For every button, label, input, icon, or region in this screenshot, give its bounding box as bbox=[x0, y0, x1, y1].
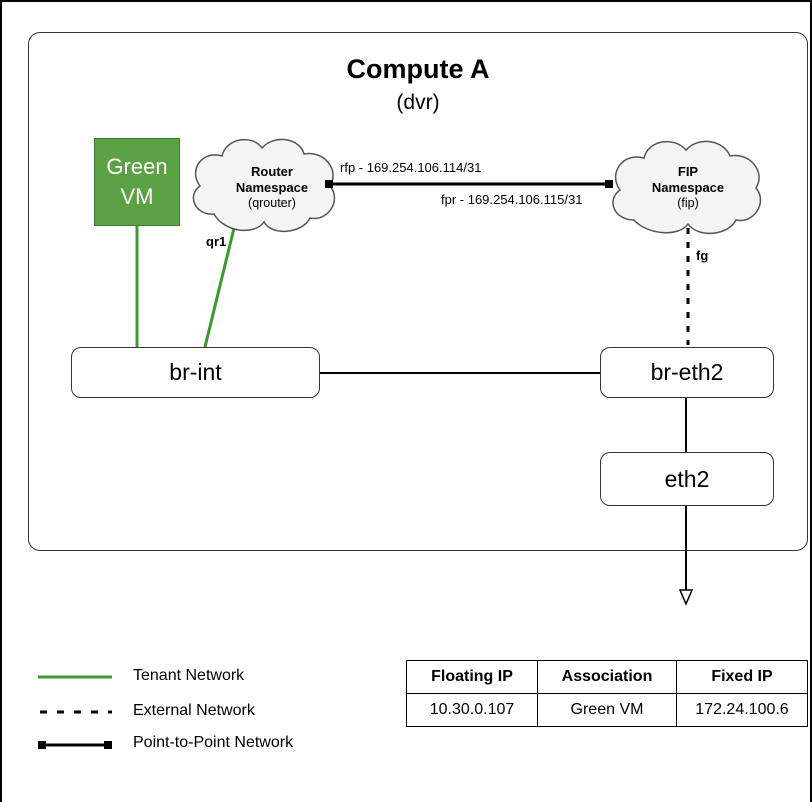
fpr-label: fpr - 169.254.106.115/31 bbox=[441, 192, 583, 207]
br-eth2-bridge: br-eth2 bbox=[600, 347, 774, 398]
br-int-bridge: br-int bbox=[71, 347, 320, 398]
router-namespace-name1: Router bbox=[251, 164, 293, 179]
table-header-cell: Association bbox=[537, 660, 677, 694]
green-vm-label-2: VM bbox=[120, 184, 154, 209]
router-namespace-sub: (qrouter) bbox=[248, 196, 296, 210]
qr1-link bbox=[203, 219, 238, 348]
compute-a-box bbox=[28, 32, 808, 551]
legend-external-label: External Network bbox=[133, 702, 255, 719]
eth2-label: eth2 bbox=[664, 465, 710, 492]
table-header-row: Floating IP Association Fixed IP bbox=[406, 660, 808, 694]
qr1-label: qr1 bbox=[206, 234, 227, 249]
floating-ip-table: Floating IP Association Fixed IP 10.30.0… bbox=[406, 660, 808, 727]
fpr-endpoint bbox=[605, 180, 613, 188]
legend-p2p-label: Point-to-Point Network bbox=[133, 734, 294, 751]
fip-namespace-name1: FIP bbox=[677, 164, 699, 179]
legend-p2p-end-right bbox=[104, 741, 112, 749]
legend-tenant-label: Tenant Network bbox=[133, 667, 245, 684]
router-namespace: Router Namespace (qrouter) bbox=[222, 164, 322, 211]
legend-p2p-end-left bbox=[38, 741, 46, 749]
br-int-label: br-int bbox=[169, 359, 222, 385]
green-vm: Green VM bbox=[94, 138, 180, 226]
compute-subtitle: (dvr) bbox=[396, 91, 440, 114]
table-cell: 172.24.100.6 bbox=[676, 693, 808, 727]
fg-label: fg bbox=[696, 248, 709, 263]
fip-cloud-icon bbox=[612, 140, 762, 235]
rfp-endpoint bbox=[325, 180, 333, 188]
table-header-cell: Fixed IP bbox=[676, 660, 808, 694]
br-eth2-label: br-eth2 bbox=[650, 359, 724, 385]
router-namespace-name2: Namespace bbox=[235, 180, 309, 195]
table-cell: Green VM bbox=[537, 693, 677, 727]
table-row: 10.30.0.107 Green VM 172.24.100.6 bbox=[406, 693, 808, 727]
table-cell: 10.30.0.107 bbox=[406, 693, 538, 727]
fip-namespace-sub: (fip) bbox=[677, 196, 699, 210]
eth2-interface: eth2 bbox=[600, 452, 774, 506]
router-cloud-icon bbox=[192, 138, 336, 233]
table-header-cell: Floating IP bbox=[406, 660, 538, 694]
compute-title: Compute A bbox=[346, 54, 490, 84]
fip-namespace: FIP Namespace (fip) bbox=[636, 164, 740, 211]
rfp-label: rfp - 169.254.106.114/31 bbox=[340, 160, 482, 175]
uplink-arrow-icon bbox=[678, 589, 694, 606]
green-vm-label-1: Green bbox=[106, 154, 168, 179]
fip-namespace-name2: Namespace bbox=[651, 180, 725, 195]
